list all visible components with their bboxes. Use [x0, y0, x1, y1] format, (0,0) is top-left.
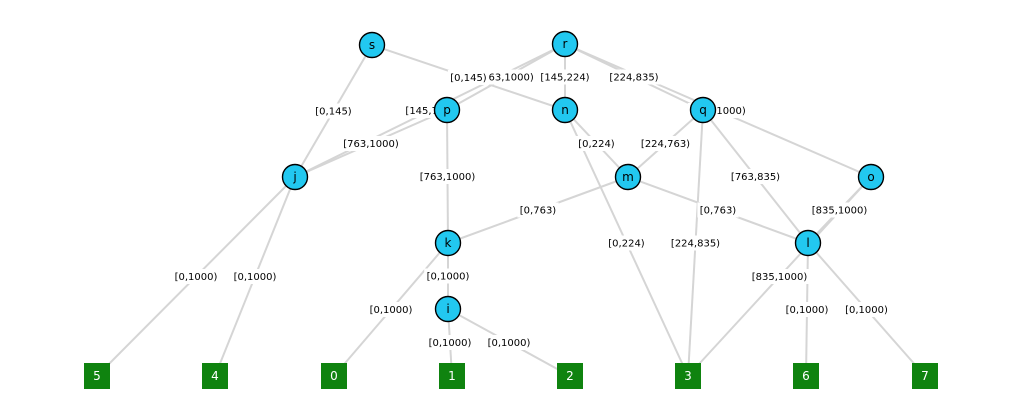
edge-label-bg-m-l — [697, 202, 739, 218]
edge-label-i-2: [0,1000) — [488, 338, 531, 349]
node-label-7: 7 — [921, 369, 929, 383]
nodes-layer: s r p n q j m o k l i 5 4 0 1 2 3 6 7 — [84, 30, 938, 389]
node-label-q: q — [699, 103, 707, 117]
edge-labels-layer: [763,1000)[0,145)[0,145)[145,224)[145,76… — [172, 69, 891, 350]
edge-label-bg-j-p — [340, 136, 402, 151]
node-o — [857, 163, 885, 191]
edge-label-bg-l-7 — [842, 302, 891, 317]
edge-label-bg-q-m — [638, 136, 693, 151]
node-p — [433, 96, 461, 124]
edge-label-s-j: [0,145) — [315, 107, 352, 118]
node-m — [614, 163, 642, 191]
edge-label-r-j: [145,763) — [405, 106, 454, 117]
node-label-6: 6 — [802, 369, 810, 383]
node-i — [434, 295, 462, 323]
edge-label-o-l: [835,1000) — [812, 206, 868, 217]
edge-label-o-3: [835,1000) — [752, 272, 808, 283]
node-s — [358, 31, 386, 59]
node-7 — [912, 363, 938, 389]
edge-label-q-3: [224,835) — [671, 239, 720, 250]
edge-label-q-m: [224,763) — [641, 139, 690, 150]
edge-label-j-p: [763,1000) — [343, 139, 399, 150]
node-label-k: k — [445, 236, 452, 250]
edge-label-bg-n-m — [575, 136, 618, 151]
edge-label-bg-s-j — [312, 103, 355, 119]
node-label-i: i — [446, 302, 449, 316]
node-label-1: 1 — [448, 369, 456, 383]
node-label-0: 0 — [330, 369, 338, 383]
edge-label-r-n: [145,224) — [540, 73, 589, 84]
edge-label-bg-n-3 — [605, 235, 648, 251]
node-1 — [439, 363, 465, 389]
edge-label-bg-o-l — [809, 202, 870, 218]
node-3 — [675, 363, 701, 389]
node-label-n: n — [561, 103, 569, 117]
edge-label-bg-r-p — [475, 69, 537, 85]
edge-label-p-k: [763,1000) — [420, 172, 476, 183]
edge-label-n-3: [0,224) — [608, 239, 645, 250]
edge-label-bg-k-m — [517, 202, 559, 218]
node-label-l: l — [806, 236, 809, 250]
edge-label-j-4: [0,1000) — [234, 272, 277, 283]
edge-label-bg-r-q — [607, 69, 661, 85]
edge-label-r-o: [835,1000) — [690, 106, 746, 117]
edge-label-k-0: [0,1000) — [370, 305, 413, 316]
edge-label-k-i: [0,1000) — [427, 272, 470, 283]
node-j — [281, 163, 309, 191]
edge-label-bg-q-l — [728, 169, 783, 184]
edge-label-bg-s-n — [447, 70, 490, 85]
edge-label-s-n: [0,145) — [450, 73, 487, 84]
node-label-3: 3 — [684, 369, 692, 383]
edge-label-bg-k-i — [424, 268, 472, 284]
edge-label-bg-o-3 — [749, 269, 810, 284]
node-0 — [321, 363, 347, 389]
node-4 — [202, 363, 228, 389]
edge-label-k-m: [0,763) — [520, 206, 557, 217]
node-label-m: m — [622, 170, 634, 184]
edge-label-r-p: [763,1000) — [478, 73, 534, 84]
edge-label-bg-i-1 — [426, 335, 474, 350]
node-label-o: o — [867, 170, 874, 184]
edge-label-bg-p-k — [417, 169, 478, 184]
node-k — [434, 229, 462, 257]
edge-label-j-5: [0,1000) — [175, 272, 218, 283]
edge-label-bg-q-3 — [668, 235, 723, 251]
node-label-j: j — [292, 170, 296, 184]
node-label-2: 2 — [566, 369, 574, 383]
edge-label-bg-r-n — [538, 69, 592, 85]
node-6 — [793, 363, 819, 389]
edge-label-q-l: [763,835) — [731, 172, 780, 183]
edge-label-r-q: [224,835) — [609, 73, 658, 84]
node-label-p: p — [443, 103, 451, 117]
edge-label-bg-i-2 — [485, 335, 533, 350]
node-q — [689, 96, 717, 124]
node-n — [551, 96, 579, 124]
node-5 — [84, 363, 110, 389]
node-r — [551, 30, 579, 58]
edge-label-l-6: [0,1000) — [786, 305, 829, 316]
edges-layer — [96, 43, 926, 377]
node-label-5: 5 — [93, 369, 101, 383]
node-label-r: r — [563, 37, 568, 51]
edge-label-bg-j-5 — [172, 269, 220, 284]
edge-label-bg-j-4 — [231, 269, 279, 284]
node-label-4: 4 — [211, 369, 219, 383]
edge-label-i-1: [0,1000) — [429, 338, 472, 349]
edge-label-l-7: [0,1000) — [845, 305, 888, 316]
node-2 — [557, 363, 583, 389]
node-label-s: s — [369, 38, 375, 52]
edge-label-n-m: [0,224) — [578, 139, 615, 150]
edge-label-bg-l-6 — [783, 302, 831, 317]
node-l — [794, 229, 822, 257]
edge-label-bg-k-0 — [367, 302, 415, 317]
edge-label-m-l: [0,763) — [700, 206, 737, 217]
